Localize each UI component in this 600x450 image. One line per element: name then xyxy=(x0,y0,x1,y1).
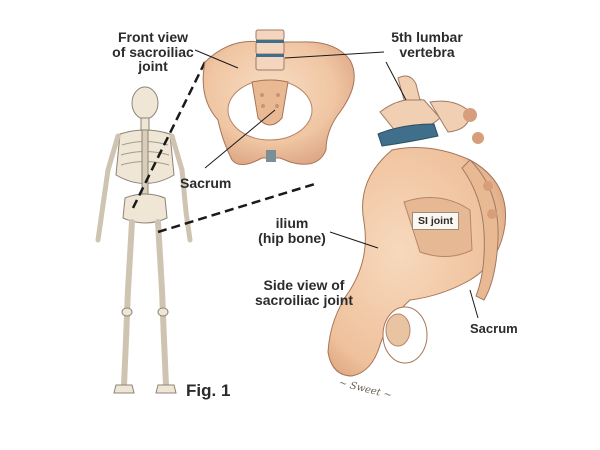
leader-lines xyxy=(194,49,479,319)
intervertebral-disc xyxy=(377,123,439,147)
front-lumbar xyxy=(255,29,285,71)
front-pelvis xyxy=(202,29,355,165)
label-side-view: Side view of sacroiliac joint xyxy=(246,278,362,307)
right-arm xyxy=(169,133,193,243)
front-sacrum xyxy=(251,79,289,126)
skeleton-figure xyxy=(95,86,193,394)
left-foot xyxy=(113,384,135,394)
right-foot xyxy=(155,384,177,394)
label-lumbar-line1: 5th lumbar xyxy=(391,29,463,45)
label-5th-lumbar: 5th lumbar vertebra xyxy=(382,30,472,59)
label-front-view-line1: Front view xyxy=(117,29,188,45)
label-front-view-line2: of sacroiliac xyxy=(112,43,194,60)
label-sacrum-side: Sacrum xyxy=(470,321,518,336)
skeleton-pelvis xyxy=(122,193,168,224)
acetabulum xyxy=(385,313,411,347)
pubic-symphysis xyxy=(266,150,276,162)
left-arm xyxy=(95,133,121,243)
left-leg xyxy=(121,219,135,388)
right-leg xyxy=(155,219,169,388)
side-sacrum-tail xyxy=(461,159,499,301)
label-ilium-line1: ilium xyxy=(275,215,309,231)
label-front-view: Front view of sacroiliac joint xyxy=(108,30,198,74)
label-lumbar-line2: vertebra xyxy=(399,43,455,60)
label-si-joint: SI joint xyxy=(412,212,459,230)
neck xyxy=(140,117,150,131)
label-side-view-line2: sacroiliac joint xyxy=(254,291,354,308)
label-ilium: ilium (hip bone) xyxy=(252,216,332,245)
label-side-view-line1: Side view of xyxy=(263,277,345,293)
label-ilium-line2: (hip bone) xyxy=(258,229,326,246)
label-front-view-line3: joint xyxy=(138,58,168,75)
skull xyxy=(131,86,159,120)
label-sacrum-front: Sacrum xyxy=(180,175,232,191)
figure-caption: Fig. 1 xyxy=(186,381,231,400)
